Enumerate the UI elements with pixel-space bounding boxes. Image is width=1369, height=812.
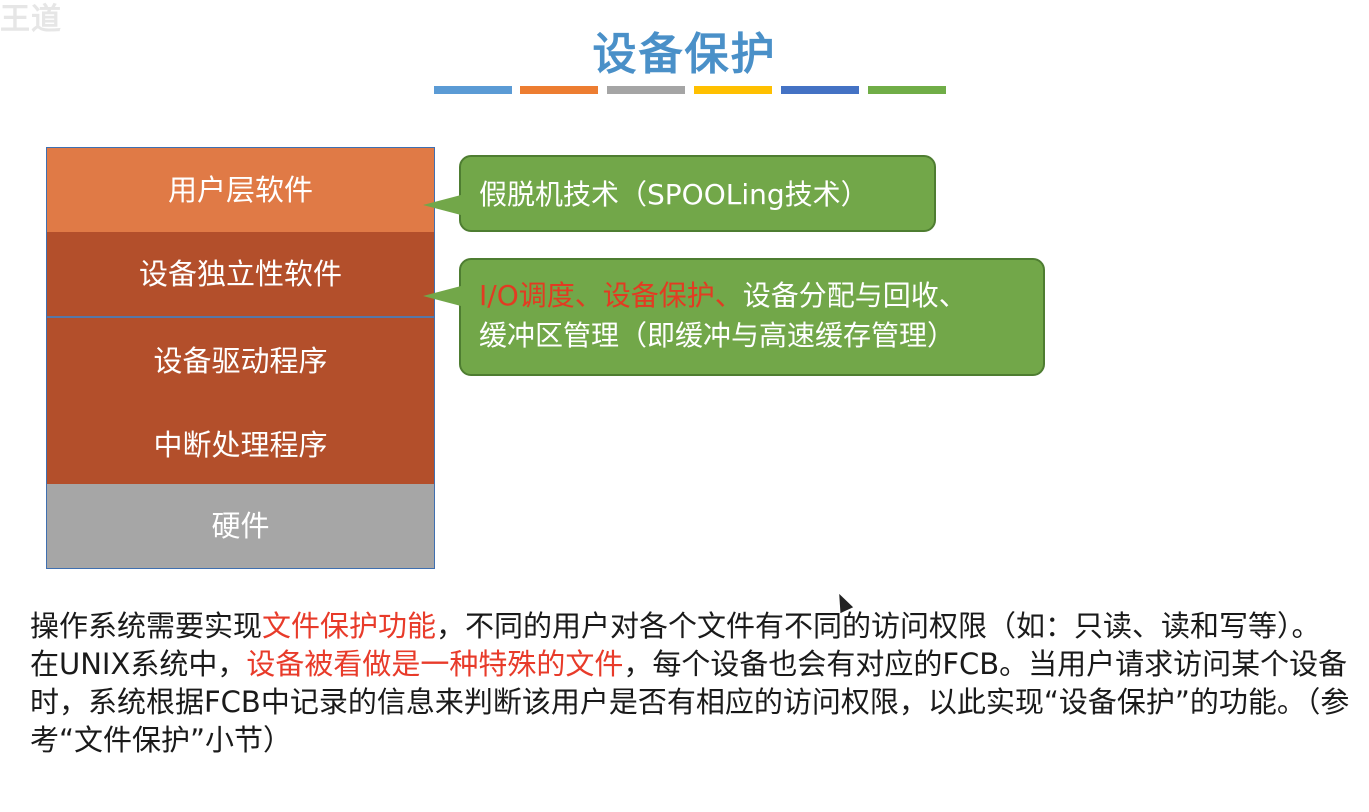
callout-line-2: 缓冲区管理（即缓冲与高速缓存管理） <box>479 319 956 352</box>
callout-spooling: 假脱机技术（SPOOLing技术） <box>423 155 936 232</box>
title-bar-segment <box>694 86 772 94</box>
layer-interrupt-handler: 中断处理程序 <box>153 428 328 462</box>
layer-device-driver: 设备驱动程序 <box>153 344 328 378</box>
title-bar-segment <box>607 86 685 94</box>
page-title: 设备保护 <box>592 29 777 80</box>
separator: 、 <box>574 279 603 312</box>
title-bar-segment <box>520 86 598 94</box>
layer-driver-and-interrupt: 设备驱动程序 中断处理程序 <box>47 316 434 486</box>
watermark-logo: 王道 <box>0 2 62 37</box>
paragraph-1-start: 操作系统需要实现 <box>30 609 263 643</box>
callout-independent-functions: I/O调度、设备保护、设备分配与回收、 缓冲区管理（即缓冲与高速缓存管理） <box>423 258 1045 376</box>
paragraph-2-start: 在UNIX系统中， <box>30 647 247 681</box>
callout-line-1: I/O调度、设备保护、设备分配与回收、 <box>479 276 1025 316</box>
title-bar-segment <box>434 86 512 94</box>
paragraph-1-end: ，不同的用户对各个文件有不同的访问权限（如：只读、读和写等）。 <box>436 609 1321 643</box>
title-bar-segment <box>868 86 946 94</box>
layer-user-software: 用户层软件 <box>47 148 434 232</box>
layer-hardware: 硬件 <box>47 484 434 568</box>
layer-device-independent-software: 设备独立性软件 <box>47 232 434 316</box>
device-as-file-highlight: 设备被看做是一种特殊的文件 <box>246 647 624 681</box>
callout-pointer <box>423 195 461 215</box>
separator: 、 <box>714 279 743 312</box>
explanation-text: 操作系统需要实现文件保护功能，不同的用户对各个文件有不同的访问权限（如：只读、读… <box>30 607 1350 759</box>
title-bar-segment <box>781 86 859 94</box>
paragraph-unix-device: 在UNIX系统中，设备被看做是一种特殊的文件，每个设备也会有对应的FCB。当用户… <box>30 645 1350 759</box>
callout-pointer <box>423 286 461 306</box>
device-protection-highlight: 设备保护 <box>602 279 715 312</box>
callout-line-1-rest: 设备分配与回收、 <box>742 279 967 312</box>
file-protection-highlight: 文件保护功能 <box>262 609 437 643</box>
callout-spooling-text: 假脱机技术（SPOOLing技术） <box>479 178 869 211</box>
paragraph-2-end: ，每个设备也会有对应的FCB。当用户请求访问某个设备时，系统根据FCB中记录的信… <box>30 647 1350 757</box>
paragraph-file-protection: 操作系统需要实现文件保护功能，不同的用户对各个文件有不同的访问权限（如：只读、读… <box>30 607 1350 645</box>
io-software-layer-stack: 用户层软件 设备独立性软件 设备驱动程序 中断处理程序 硬件 <box>46 147 435 569</box>
io-scheduling-highlight: I/O调度 <box>479 279 575 312</box>
